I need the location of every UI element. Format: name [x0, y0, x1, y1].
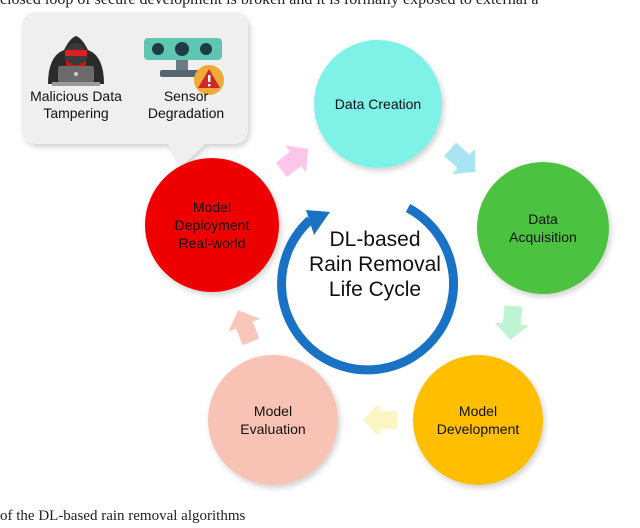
flow-arrow [494, 305, 529, 340]
stage-label-line: Model [254, 403, 292, 419]
center-label-line: Rain Removal [309, 253, 441, 276]
stage-label-line: Model [193, 199, 231, 215]
stage-circle [477, 162, 609, 294]
stage-data-creation: Data Creation [314, 40, 442, 168]
stage-circle [413, 355, 543, 485]
threat-label-line: Sensor [164, 88, 209, 104]
stage-circle [208, 355, 338, 485]
threat-label-line: Tampering [43, 105, 108, 121]
flow-arrow [228, 310, 261, 346]
center-label-line: Life Cycle [329, 278, 421, 301]
stage-label-line: Development [437, 421, 520, 437]
hacker-icon [48, 36, 104, 86]
center-label-line: DL-based [329, 228, 420, 251]
flow-arrow [275, 145, 309, 177]
sensor-warning-icon [144, 38, 224, 95]
stage-label-line: Data Creation [335, 96, 421, 112]
caption-fragment-top: closed loop of secure development is bro… [0, 0, 640, 11]
stage-circle [145, 158, 279, 292]
flow-arrow [363, 403, 397, 437]
stage-circle [314, 40, 442, 168]
center-cycle-arrow [277, 204, 459, 375]
threat-label-line: Malicious Data [30, 88, 122, 104]
threat-label-line: Degradation [148, 105, 224, 121]
stage-label-line: Real-world [179, 235, 246, 251]
stage-label-line: Deployment [175, 217, 250, 233]
stage-label-line: Acquisition [509, 229, 577, 245]
stage-label-line: Model [459, 403, 497, 419]
stage-label-line: Evaluation [240, 421, 305, 437]
flow-arrow [444, 142, 476, 174]
stage-label-line: Data [528, 211, 558, 227]
